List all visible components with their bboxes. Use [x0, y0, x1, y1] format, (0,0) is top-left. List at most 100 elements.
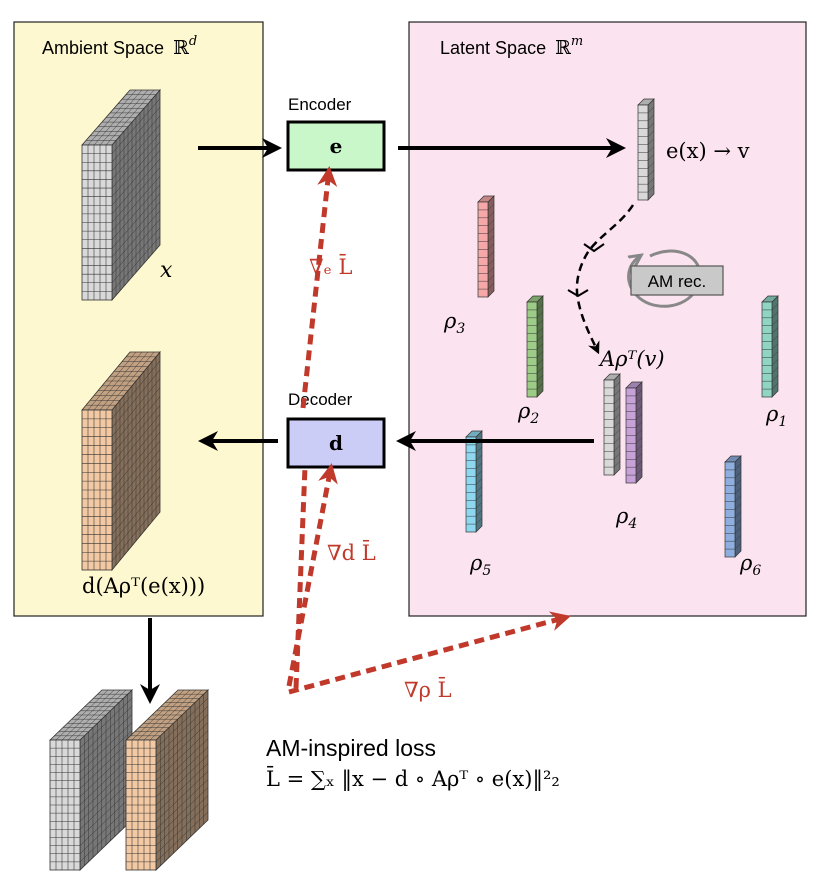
- rho6-vector-part: [734, 495, 742, 502]
- input-x-label: x: [160, 258, 173, 283]
- reconstruction-tensor: [81, 350, 161, 572]
- loss-formula: L̄ = ∑ₓ ‖x − d ∘ Aρᵀ ∘ e(x)‖²₂: [266, 766, 560, 792]
- rho3-vector-part: [487, 235, 495, 242]
- projected-vector-part: [613, 397, 621, 404]
- rho1-vector-part: [771, 303, 779, 311]
- rho6-vector-part: [734, 463, 742, 471]
- rho2-vector-part: [536, 367, 544, 374]
- reconstruction-tensor-part: [105, 351, 155, 411]
- rho3-vector-part: [487, 243, 495, 250]
- rho4-vector-part: [635, 468, 643, 476]
- rho6-vector-part: [734, 527, 742, 534]
- rho4-vector-part: [635, 445, 643, 452]
- rho6-vector-part: [734, 471, 742, 478]
- rho6-vector-part: [734, 479, 742, 486]
- projected-vector-part: [613, 413, 621, 420]
- rho2-vector-part: [536, 359, 544, 366]
- rho4-vector-part: [635, 437, 643, 444]
- rho5-vector-part: [475, 510, 483, 517]
- projected-vector-part: [613, 389, 621, 396]
- am-rec-box: [630, 265, 724, 296]
- rho3-vector-part: [487, 203, 495, 211]
- rho4-vector-part: [635, 389, 643, 397]
- input-tensor-part: [99, 89, 149, 146]
- rho6-vector-part: [734, 511, 742, 518]
- rho1-vector-part: [771, 311, 779, 318]
- grad-e-arrow: [300, 166, 338, 409]
- rho5-vector-part: [475, 486, 483, 493]
- rho2-vector-part: [536, 319, 544, 326]
- rho3-label: ρ3: [443, 309, 465, 337]
- encoded-vector-part: [647, 114, 655, 121]
- ambient-space-title: Ambient Space ℝd: [42, 34, 197, 59]
- projected-vector-part: [613, 429, 621, 436]
- rho5-vector-part: [475, 478, 483, 485]
- am-projection-path: [575, 204, 635, 355]
- output-reconstruction-tensor-part: [131, 689, 185, 741]
- rho4-vector-part: [635, 461, 643, 468]
- rho1-vector-part: [771, 319, 779, 326]
- rho5-vector-part: [475, 454, 483, 461]
- output-input-tensor-part: [67, 689, 121, 741]
- rho2-vector-part: [536, 327, 544, 334]
- rho4-label: ρ4: [615, 504, 637, 532]
- rho4-vector-part: [635, 405, 643, 412]
- rho3-vector-part: [487, 251, 495, 258]
- rho4-vector-part: [635, 453, 643, 460]
- output-reconstruction-tensor-part: [143, 689, 197, 741]
- path-chevron-1: [583, 243, 605, 253]
- loss-title: AM-inspired loss: [266, 735, 436, 761]
- rho6-label: ρ6: [739, 551, 761, 579]
- projected-vector-part: [613, 460, 621, 468]
- output-reconstruction-tensor-part: [149, 689, 203, 741]
- input-tensor: [81, 88, 161, 302]
- rho3-vector-part: [487, 219, 495, 226]
- encoded-vector-part: [647, 178, 655, 185]
- encoder-symbol: e: [330, 134, 343, 158]
- reconstruction-tensor-part: [93, 351, 143, 411]
- rho6-vector-part: [734, 542, 742, 550]
- projected-vector-part: [613, 381, 621, 389]
- encoded-vector-part: [647, 170, 655, 177]
- encoded-vector-part: [647, 106, 655, 114]
- reconstruction-tensor-part: [87, 351, 137, 411]
- output-input-tensor: [49, 689, 133, 871]
- encoded-vector-part: [647, 154, 655, 161]
- rho5-label: ρ5: [469, 551, 491, 579]
- rho5-vector-part: [475, 446, 483, 453]
- rho2-vector: [526, 295, 544, 398]
- rho3-vector-part: [487, 211, 495, 218]
- output-reconstruction-tensor: [125, 689, 209, 871]
- encoded-vector-part: [647, 146, 655, 153]
- rho6-vector-part: [734, 487, 742, 494]
- reconstruction-label: d(Aρᵀ(e(x))): [82, 574, 205, 598]
- latent-space-title: Latent Space ℝm: [440, 34, 583, 59]
- rho1-label: ρ1: [765, 402, 787, 430]
- encoder-title: Encoder: [288, 95, 352, 114]
- decoder-title: Decoder: [288, 390, 353, 409]
- input-tensor-part: [87, 89, 137, 146]
- encoded-vector-part: [647, 130, 655, 137]
- rho2-label: ρ2: [517, 399, 539, 427]
- encoded-vector-part: [647, 162, 655, 169]
- projected-vector-part: [613, 445, 621, 452]
- rho1-vector-part: [771, 359, 779, 366]
- encoded-vector-part: [647, 185, 655, 193]
- projected-vector-part: [613, 405, 621, 412]
- projected-vector-part: [613, 437, 621, 444]
- am-rec-label: AM rec.: [648, 272, 707, 291]
- decoder-symbol: d: [329, 431, 343, 455]
- output-reconstruction-tensor-part: [137, 689, 191, 741]
- rho3-vector-part: [487, 275, 495, 282]
- rho1-vector-part: [771, 351, 779, 358]
- encoded-vector-part: [647, 122, 655, 129]
- reconstruction-tensor-part: [99, 351, 149, 411]
- input-tensor-part: [105, 89, 155, 146]
- rho6-vector-part: [734, 535, 742, 542]
- rho2-vector-part: [536, 375, 544, 382]
- rho1-vector-part: [771, 327, 779, 334]
- path-chevron-2: [567, 289, 589, 298]
- rho6-vector-part: [734, 503, 742, 510]
- rho2-vector-part: [536, 311, 544, 318]
